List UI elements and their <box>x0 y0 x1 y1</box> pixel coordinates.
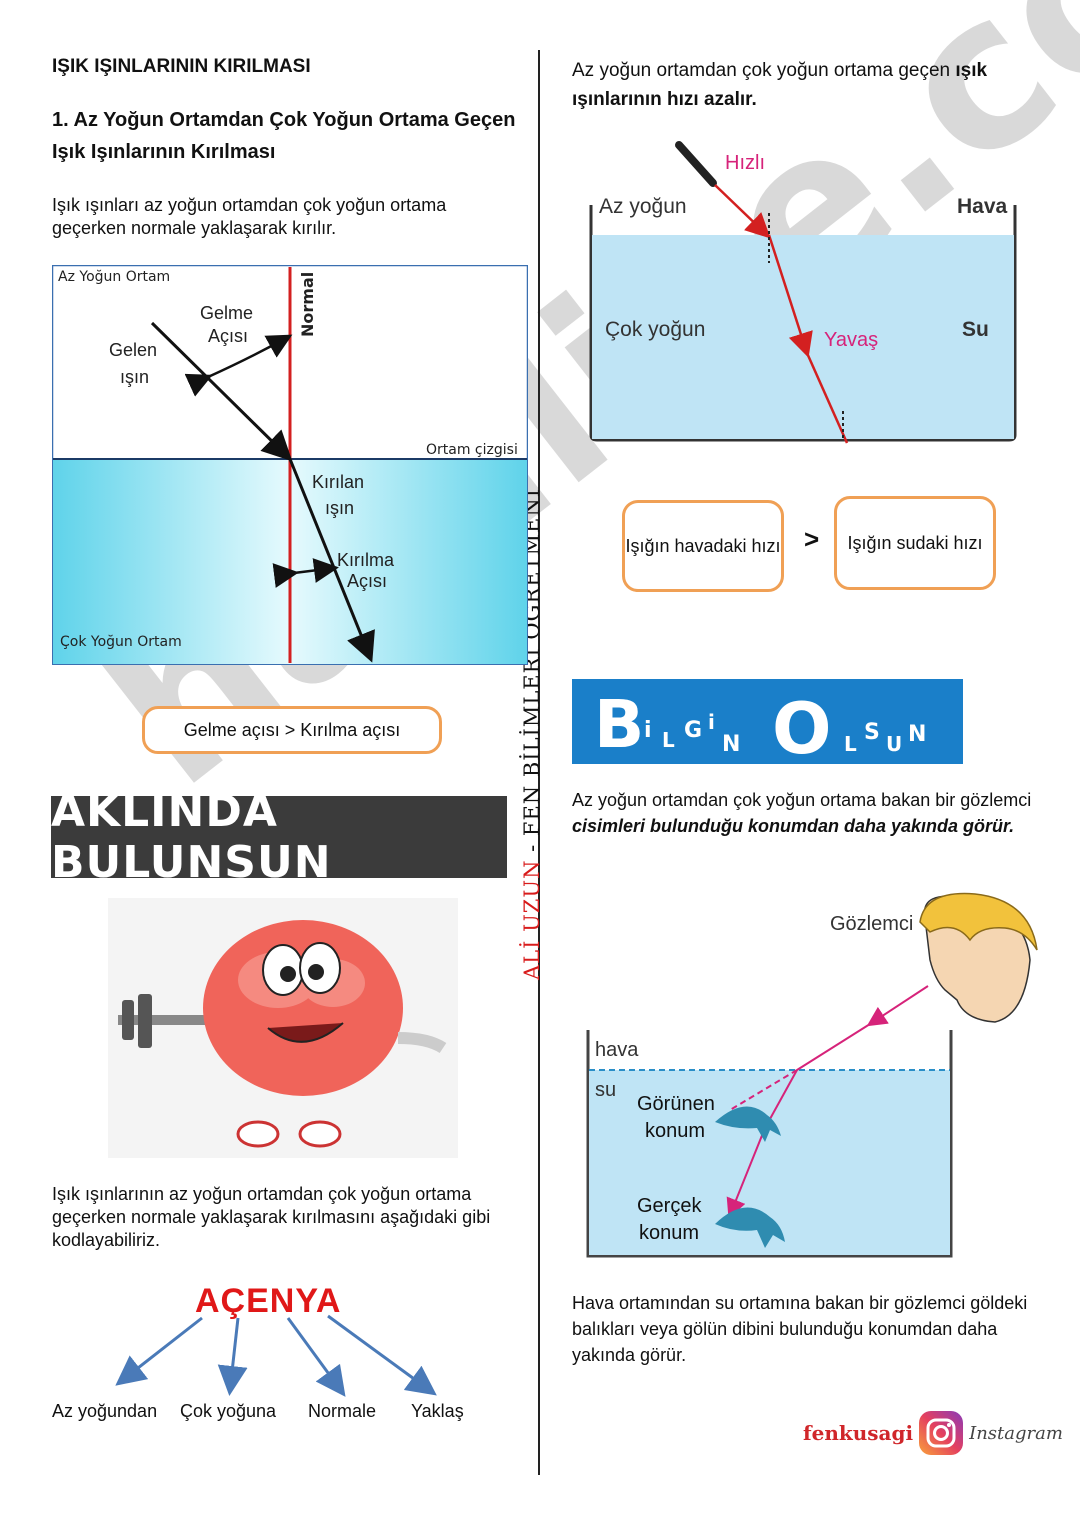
svg-text:i: i <box>644 718 652 743</box>
footer-platform: Instagram <box>969 1422 1063 1444</box>
svg-text:O: O <box>772 688 832 764</box>
more-dense-label: Çok yoğun <box>605 318 705 341</box>
acronym-part-yaklas: Yaklaş <box>411 1401 464 1421</box>
apparent-dolphin-icon <box>715 1106 781 1142</box>
instagram-footer[interactable]: fenkusagi Instagram <box>803 1408 1063 1458</box>
bilgin-olsun-lettering: B i L G i N O L S U N <box>594 686 926 770</box>
acronym-part-az: Az yoğundan <box>52 1401 158 1421</box>
svg-text:i: i <box>708 710 715 734</box>
air-label: Hava <box>957 195 1008 218</box>
speed-paragraph: Az yoğun ortamdan çok yoğun ortama geçen… <box>572 56 1032 114</box>
real-position-label-2: konum <box>639 1222 699 1244</box>
observer-text-plain: Az yoğun ortamdan çok yoğun ortama bakan… <box>572 790 1032 810</box>
angle-comparison-box: Gelme açısı > Kırılma açısı <box>142 706 442 754</box>
less-dense-label: Az yoğun <box>599 195 687 218</box>
author-name: ALİ UZUN <box>520 859 544 980</box>
slow-label: Yavaş <box>824 329 878 351</box>
page-title: IŞIK IŞINLARININ KIRILMASI <box>52 56 311 77</box>
incident-angle-label-2: Açısı <box>208 326 248 346</box>
credit-separator: - <box>520 836 544 860</box>
intro-paragraph: Işık ışınları az yoğun ortamdan çok yoğu… <box>52 195 447 238</box>
svg-text:L: L <box>662 728 675 752</box>
svg-text:S: S <box>864 720 880 745</box>
svg-text:B: B <box>594 686 644 763</box>
water-speed-box: Işığın sudaki hızı <box>834 496 996 590</box>
observer-paragraph: Az yoğun ortamdan çok yoğun ortama bakan… <box>572 787 1032 839</box>
acronym-part-cok: Çok yoğuna <box>180 1401 277 1421</box>
svg-text:L: L <box>844 732 857 756</box>
svg-text:N: N <box>722 732 740 757</box>
observer-label: Gözlemci <box>830 913 913 935</box>
acronym-title: AÇENYA <box>195 1282 342 1320</box>
angle-comparison-text: Gelme açısı > Kırılma açısı <box>183 719 401 740</box>
real-position-label-1: Gerçek <box>637 1195 702 1217</box>
refraction-angle-label-2: Açısı <box>347 571 387 591</box>
footer-brand: fenkusagi <box>803 1421 914 1445</box>
mnemonic-paragraph: Işık ışınlarının az yoğun ortamdan çok y… <box>52 1184 491 1250</box>
speed-text-plain: Az yoğun ortamdan çok yoğun ortama geçen <box>572 60 956 81</box>
column-divider <box>538 50 540 1475</box>
air-medium-label: hava <box>595 1039 639 1061</box>
apparent-position-label-1: Görünen <box>637 1093 715 1115</box>
normal-label: Normal <box>298 272 317 337</box>
acronym-part-normale: Normale <box>308 1401 377 1421</box>
brain-mascot-illustration <box>108 898 458 1158</box>
real-dolphin-icon <box>715 1207 785 1248</box>
aklinda-bulunsun-banner: AKLINDA BULUNSUN <box>51 786 507 888</box>
fast-label: Hızlı <box>725 152 765 174</box>
air-speed-box: Işığın havadaki hızı <box>622 500 784 592</box>
refraction-diagram: Az Yoğun Ortam Çok Yoğun Ortam Ortam çiz… <box>52 265 528 665</box>
incident-ray-label-2: ışın <box>120 367 149 387</box>
water-medium-label: su <box>595 1079 616 1101</box>
refracted-ray-label-2: ışın <box>325 498 354 518</box>
refracted-ray-label-1: Kırılan <box>312 472 364 492</box>
bottom-medium-label: Çok Yoğun Ortam <box>60 634 182 650</box>
section-heading: 1. Az Yoğun Ortamdan Çok Yoğun Ortama Ge… <box>52 109 516 163</box>
incident-angle-label-1: Gelme <box>200 303 253 323</box>
water-label: Su <box>962 318 989 341</box>
svg-text:G: G <box>684 718 702 743</box>
acronym-arrows <box>115 1314 437 1397</box>
observer-diagram: Gözlemci hava su Görünen konum Gerçek ko… <box>586 892 1038 1258</box>
top-medium-label: Az Yoğun Ortam <box>58 269 170 285</box>
speed-diagram: Hızlı Yavaş Az yoğun Çok yoğun Hava Su <box>589 141 1017 444</box>
apparent-position-label-2: konum <box>645 1120 705 1142</box>
svg-text:U: U <box>886 732 902 756</box>
air-speed-text: Işığın havadaki hızı <box>625 536 781 556</box>
interface-label: Ortam çizgisi <box>426 442 518 458</box>
water-speed-text: Işığın sudaki hızı <box>847 533 983 553</box>
speed-text-bold: ışık ışınlarının hızı azalır. <box>572 60 988 110</box>
refraction-angle-label-1: Kırılma <box>337 550 395 570</box>
instagram-icon <box>919 1411 964 1455</box>
greater-than-sign: > <box>804 524 820 554</box>
bilgin-olsun-banner: B i L G i N O L S U N <box>572 679 963 770</box>
closing-paragraph: Hava ortamından su ortamına bakan bir gö… <box>572 1293 1028 1365</box>
observer-text-bold: cisimleri bulunduğu konumdan daha yakınd… <box>572 816 1015 836</box>
aklinda-banner-text: AKLINDA BULUNSUN <box>51 786 332 888</box>
svg-text:N: N <box>908 722 926 747</box>
incident-ray-label-1: Gelen <box>109 340 157 360</box>
